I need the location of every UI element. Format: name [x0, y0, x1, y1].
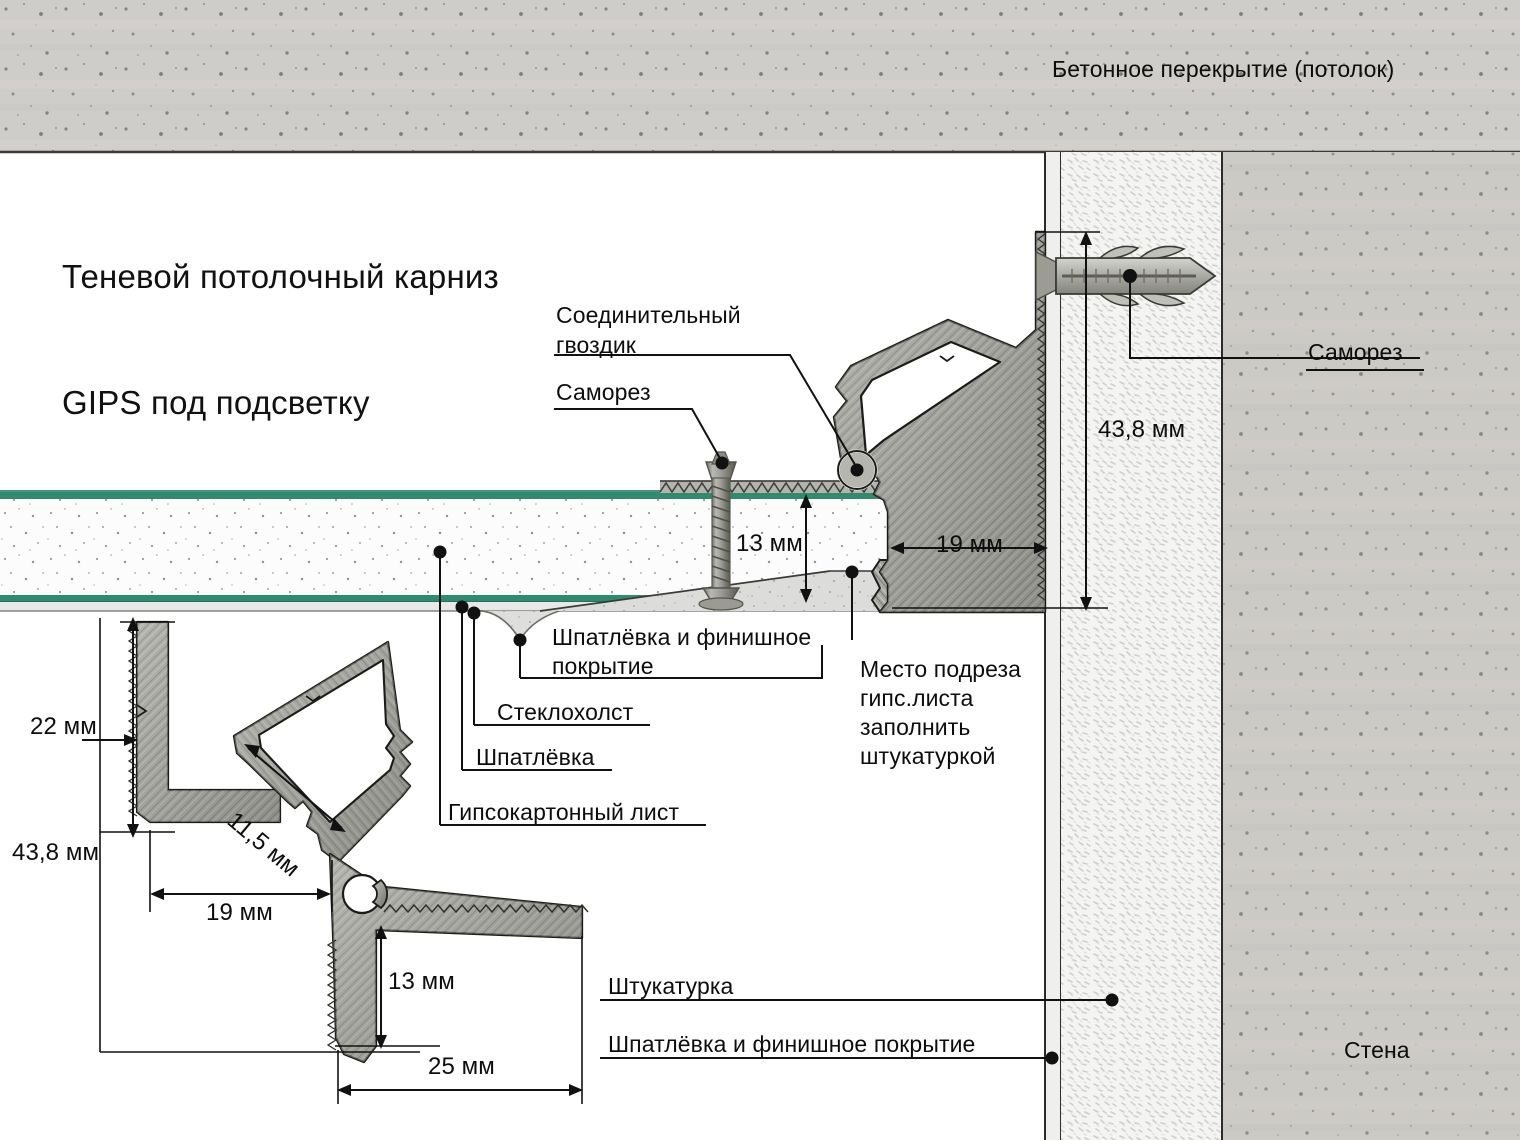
page-title: Теневой потолочный карниз GIPS под подсв… [62, 172, 499, 466]
label-cut-note-line1: Место подреза [860, 656, 1022, 682]
label-gypsum-board: Гипсокартонный лист [448, 799, 680, 825]
wall-plaster-layer [1059, 152, 1223, 1140]
label-connector-nail-line1: Соединительный [556, 302, 741, 328]
wall-finish-layer [1044, 152, 1060, 1140]
dim-13-left: 13 мм [388, 968, 455, 995]
label-cut-note-line4: штукатуркой [860, 743, 996, 769]
label-plaster: Штукатурка [608, 973, 734, 999]
dim-19-left: 19 мм [206, 899, 273, 926]
dim-22-left: 22 мм [30, 713, 97, 740]
label-screw-right: Саморез [1308, 339, 1403, 365]
dim-25-left: 25 мм [428, 1053, 495, 1080]
dim-19-center: 19 мм [936, 531, 1003, 558]
page-title-line1: Теневой потолочный карниз [62, 258, 499, 295]
dim-43-8-right: 43,8 мм [1098, 416, 1186, 443]
label-underlines [446, 354, 1424, 1059]
label-putty-finish-line2: покрытие [552, 653, 654, 679]
label-concrete-ceiling: Бетонное перекрытие (потолок) [1052, 56, 1395, 82]
profile-detail-section [127, 620, 589, 1064]
dimension-lines [82, 231, 1108, 1104]
label-putty: Шпатлёвка [476, 744, 595, 770]
label-putty-finish-line1: Шпатлёвка и финишное [552, 624, 812, 650]
label-cut-note-line3: заполнить [860, 714, 971, 740]
page-title-line2: GIPS под подсветку [62, 384, 370, 421]
concrete-wall [1222, 152, 1520, 1140]
label-putty-finish-bottom: Шпатлёвка и финишное покрытие [608, 1031, 976, 1057]
label-cut-note-line2: гипс.листа [860, 685, 974, 711]
wall-dowel-anchor [1035, 245, 1217, 307]
label-wall: Стена [1344, 1037, 1410, 1063]
label-screw-center: Саморез [556, 379, 651, 405]
dim-13-center: 13 мм [736, 530, 803, 557]
concrete-ceiling-slab [0, 0, 1520, 154]
dim-43-8-left: 43,8 мм [12, 839, 100, 866]
label-connector-nail-line2: гвоздик [556, 332, 636, 358]
label-fiberglass: Стеклохолст [497, 699, 634, 725]
cornice-profile-main [832, 230, 1047, 614]
